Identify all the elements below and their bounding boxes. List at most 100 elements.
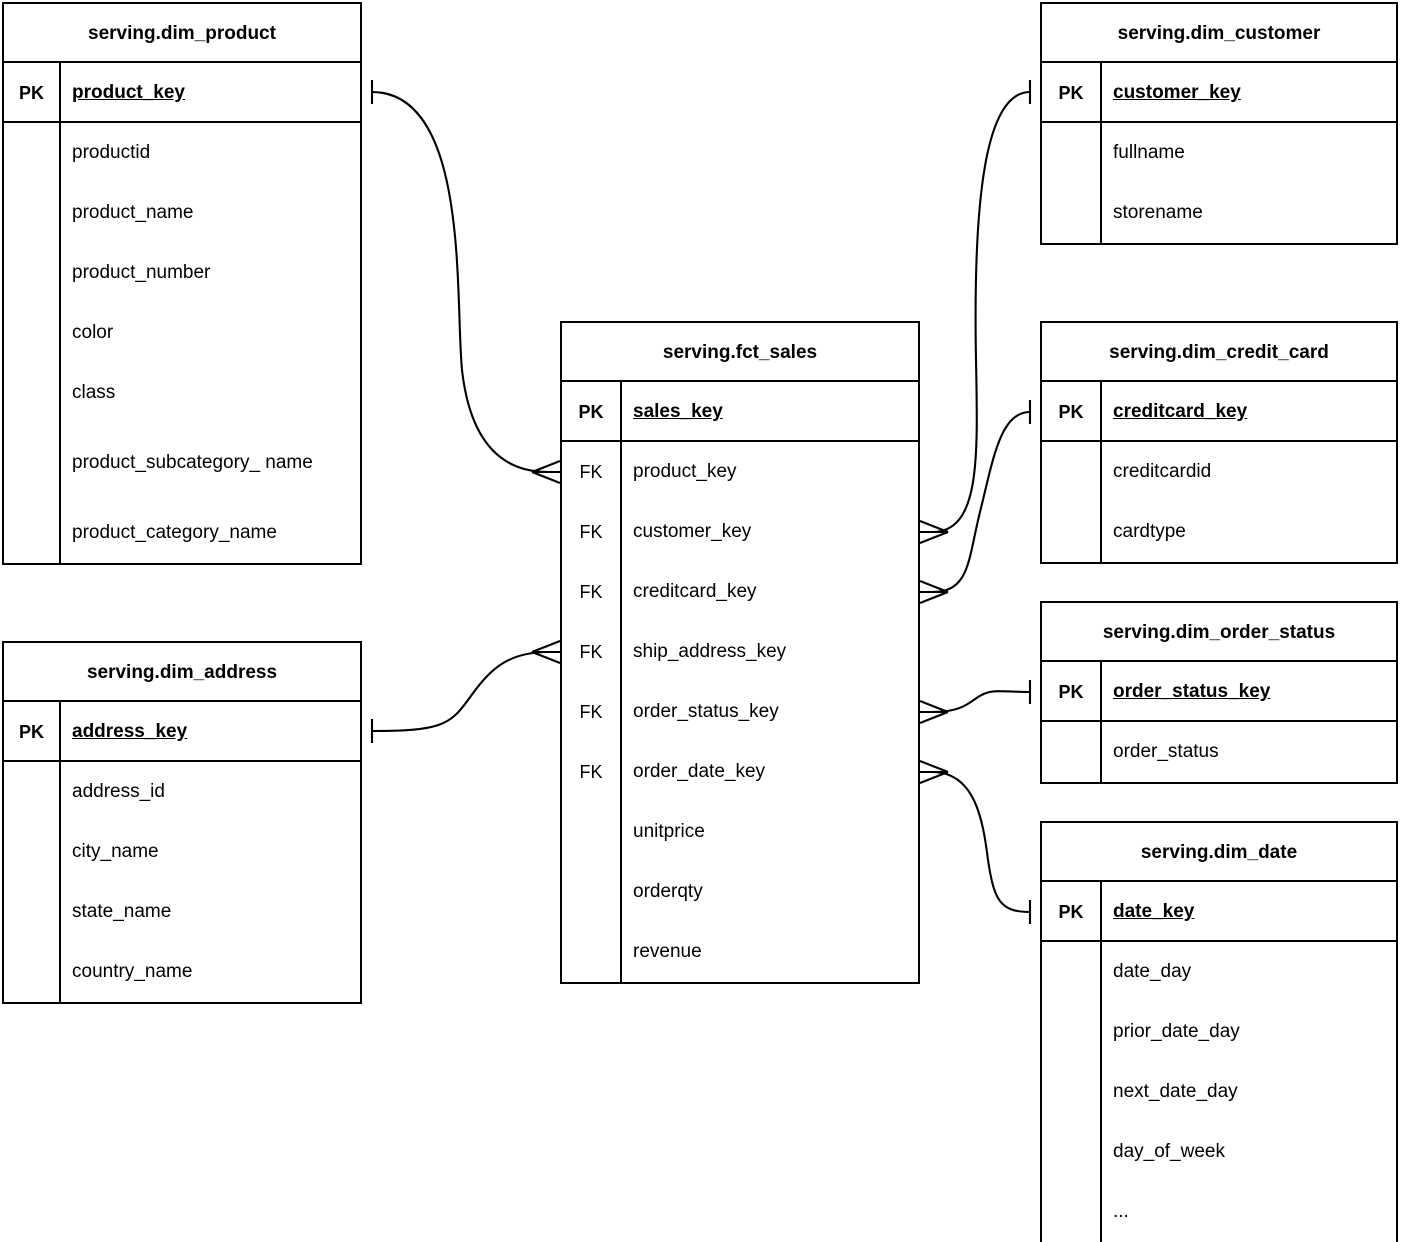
key-cell: [4, 123, 59, 183]
key-cell: [1042, 722, 1100, 782]
entity-dim-order-status[interactable]: serving.dim_order_status PK order_status…: [1040, 601, 1398, 784]
pk-column-name: customer_key: [1113, 82, 1241, 103]
key-cell: [4, 243, 59, 303]
column-name: storename: [1113, 202, 1203, 223]
column-name: revenue: [633, 941, 702, 962]
crowsfoot-address: [531, 640, 561, 664]
pk-column-name: creditcard_key: [1113, 401, 1248, 422]
primary-key-row: PK creditcard_key: [1042, 382, 1396, 442]
key-cell: [1042, 1122, 1100, 1182]
crowsfoot-customer: [919, 520, 949, 544]
pk-badge: PK: [18, 722, 44, 742]
column-list: date_day prior_date_day next_date_day da…: [1042, 942, 1396, 1242]
column-name: order_date_key: [633, 761, 766, 782]
entity-dim-address[interactable]: serving.dim_address PK address_key addre…: [2, 641, 362, 1004]
key-cell: [4, 503, 59, 563]
column-list: fullname storename: [1042, 123, 1396, 243]
primary-key-row: PK product_key: [4, 63, 360, 123]
entity-dim-date[interactable]: serving.dim_date PK date_key date_day pr…: [1040, 821, 1398, 1242]
primary-key-row: PK sales_key: [562, 382, 918, 442]
column-name: state_name: [72, 901, 172, 922]
pk-badge: PK: [1058, 402, 1084, 422]
column-list: order_status: [1042, 722, 1396, 782]
relationship-order-status: [919, 680, 1032, 724]
entity-title: serving.dim_date: [1042, 823, 1396, 882]
relationship-address: [370, 640, 561, 743]
pk-badge: PK: [1058, 83, 1084, 103]
relationship-date: [919, 760, 1032, 924]
column-name: order_status_key: [633, 701, 779, 722]
fk-badge: FK: [579, 582, 603, 602]
pk-column-name: address_key: [72, 721, 188, 742]
key-cell: [1042, 123, 1100, 183]
column-name: unitprice: [633, 821, 705, 842]
fk-badge: FK: [579, 522, 603, 542]
column-name: class: [72, 382, 116, 403]
entity-fct-sales[interactable]: serving.fct_sales PK sales_key FK FK FK …: [560, 321, 920, 984]
key-cell: [562, 922, 620, 982]
column-name: address_id: [72, 781, 165, 802]
pk-badge: PK: [1058, 902, 1084, 922]
column-name: creditcard_key: [633, 581, 757, 602]
key-cell: [562, 802, 620, 862]
entity-title: serving.fct_sales: [562, 323, 918, 382]
column-list: creditcardid cardtype: [1042, 442, 1396, 562]
column-name: order_status: [1113, 741, 1219, 762]
entity-dim-credit-card[interactable]: serving.dim_credit_card PK creditcard_ke…: [1040, 321, 1398, 564]
primary-key-row: PK address_key: [4, 702, 360, 762]
column-name: customer_key: [633, 521, 752, 542]
key-cell: [1042, 1182, 1100, 1242]
column-name: product_number: [72, 262, 211, 283]
pk-column-name: product_key: [72, 82, 185, 103]
column-name: ...: [1113, 1201, 1129, 1222]
column-name: next_date_day: [1113, 1081, 1238, 1102]
column-name: date_day: [1113, 961, 1192, 982]
pk-badge: PK: [1058, 682, 1084, 702]
entity-title: serving.dim_customer: [1042, 4, 1396, 63]
pk-column-name: sales_key: [633, 401, 723, 422]
primary-key-row: PK order_status_key: [1042, 662, 1396, 722]
primary-key-row: PK date_key: [1042, 882, 1396, 942]
column-name: product_name: [72, 202, 194, 223]
column-name: day_of_week: [1113, 1141, 1225, 1162]
key-cell: [4, 363, 59, 423]
key-cell: [4, 822, 59, 882]
fk-badge: FK: [579, 702, 603, 722]
column-name: ship_address_key: [633, 641, 787, 662]
key-cell: [1042, 183, 1100, 243]
column-name: prior_date_day: [1113, 1021, 1240, 1042]
pk-badge: PK: [578, 402, 604, 422]
primary-key-row: PK customer_key: [1042, 63, 1396, 123]
entity-dim-customer[interactable]: serving.dim_customer PK customer_key ful…: [1040, 2, 1398, 245]
crowsfoot-order-status: [919, 700, 949, 724]
crowsfoot-date: [919, 760, 949, 784]
key-cell: [4, 942, 59, 1002]
column-name: fullname: [1113, 142, 1185, 163]
key-cell: [4, 423, 59, 503]
entity-dim-product[interactable]: serving.dim_product PK product_key produ…: [2, 2, 362, 565]
column-list: address_id city_name state_name country_…: [4, 762, 360, 1002]
pk-badge: PK: [18, 83, 44, 103]
column-name: product_category_name: [72, 522, 277, 543]
column-name: creditcardid: [1113, 461, 1212, 482]
entity-title: serving.dim_order_status: [1042, 603, 1396, 662]
key-cell: [1042, 942, 1100, 1002]
key-cell: [1042, 1002, 1100, 1062]
column-name: cardtype: [1113, 521, 1186, 542]
pk-column-name: date_key: [1113, 901, 1195, 922]
relationship-customer: [919, 80, 1032, 544]
crowsfoot-product: [531, 460, 561, 484]
column-name: product_subcategory_ name: [72, 451, 313, 473]
column-list: FK FK FK FK FK FK product_key customer_k…: [562, 442, 918, 982]
entity-title: serving.dim_address: [4, 643, 360, 702]
column-list: productid product_name product_number co…: [4, 123, 360, 563]
fk-badge: FK: [579, 642, 603, 662]
key-cell: [4, 303, 59, 363]
key-cell: [1042, 502, 1100, 562]
fk-badge: FK: [579, 762, 603, 782]
column-name: city_name: [72, 841, 159, 862]
column-name: country_name: [72, 961, 193, 982]
key-cell: [1042, 442, 1100, 502]
crowsfoot-creditcard: [919, 580, 949, 604]
